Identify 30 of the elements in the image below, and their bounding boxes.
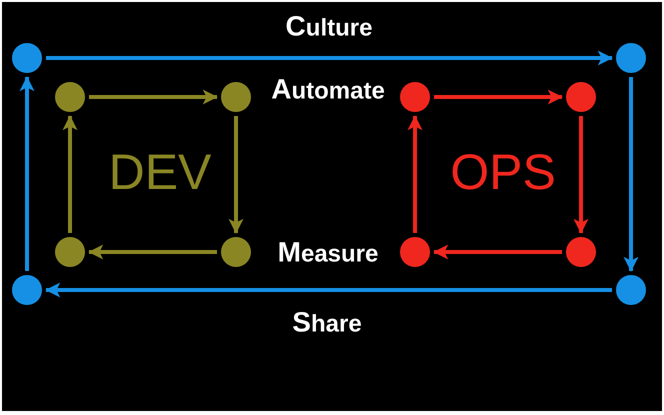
team-title: DEV	[108, 146, 212, 198]
arrow	[408, 115, 422, 233]
node-dot	[616, 275, 646, 305]
node-dot	[566, 237, 596, 267]
arrow	[46, 50, 613, 66]
arrow	[45, 282, 612, 298]
arrow	[624, 77, 638, 272]
cycle-label: Automate	[271, 74, 385, 106]
arrow	[62, 115, 78, 233]
node-dot	[12, 43, 42, 73]
node-dot	[12, 275, 42, 305]
node-dot	[566, 82, 596, 112]
cycle-label: Measure	[278, 238, 378, 268]
node-dot	[221, 82, 251, 112]
arrow	[228, 116, 244, 234]
cycle-label: Culture	[286, 12, 372, 42]
arrow	[20, 76, 34, 271]
node-dot	[55, 237, 85, 267]
arrow	[434, 90, 563, 104]
node-dot	[55, 82, 85, 112]
cycle-label: Share	[292, 308, 362, 338]
team-title: OPS	[450, 146, 556, 198]
arrow	[574, 116, 588, 234]
node-dot	[400, 237, 430, 267]
node-dot	[400, 82, 430, 112]
arrow	[433, 244, 562, 260]
node-dot	[221, 237, 251, 267]
arrow	[89, 90, 218, 104]
node-dot	[616, 43, 646, 73]
arrow	[88, 244, 217, 260]
